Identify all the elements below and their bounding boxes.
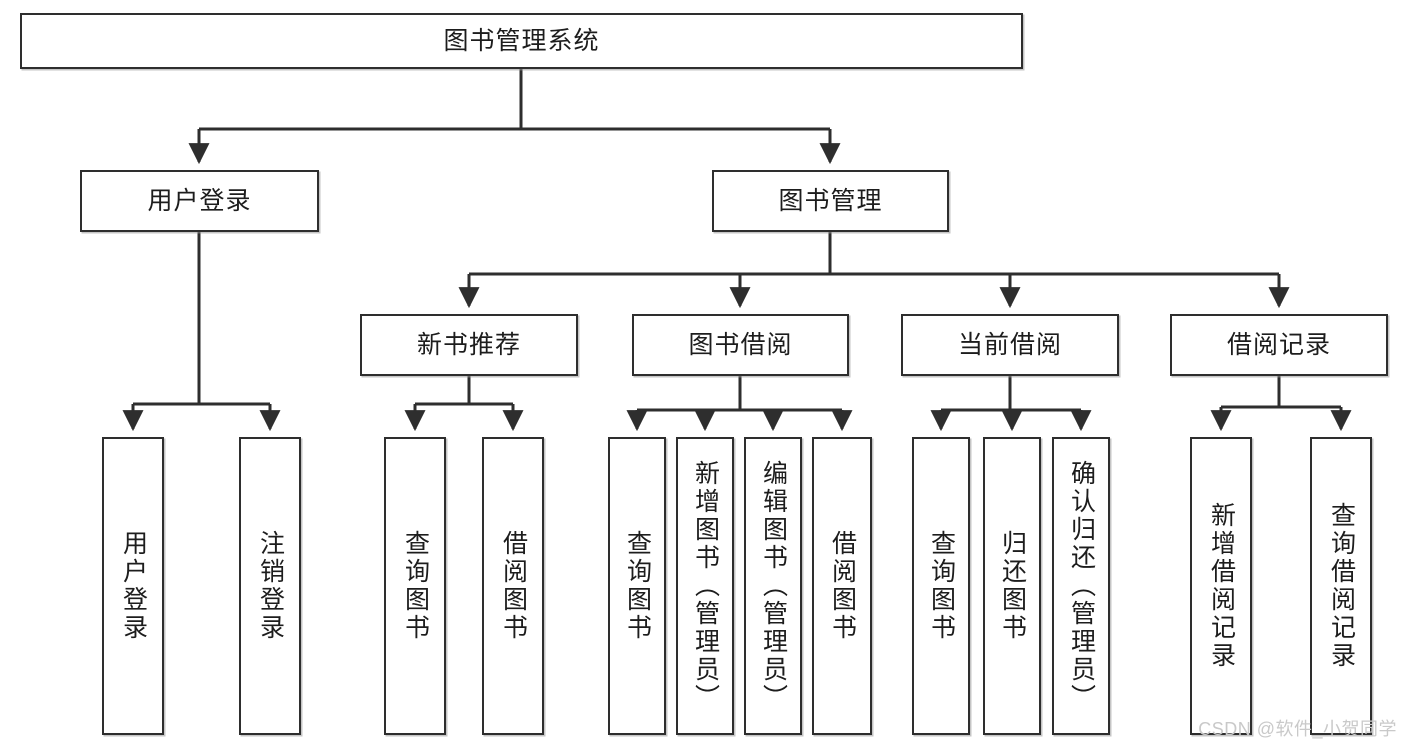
node-user-login[interactable]: 用户登录 — [80, 170, 319, 232]
node-label: 新书推荐 — [416, 330, 521, 359]
watermark: CSDN @软件_小贺同学 — [1198, 719, 1397, 739]
node-label: 查询借阅记录 — [1327, 502, 1356, 670]
node-current-borrow[interactable]: 当前借阅 — [901, 314, 1119, 376]
leaf-query-borrow-record[interactable]: 查询借阅记录 — [1310, 437, 1372, 735]
leaf-borrow-book-recommend[interactable]: 借阅图书 — [482, 437, 544, 735]
node-label: 归还图书 — [998, 530, 1027, 642]
leaf-logout[interactable]: 注销登录 — [239, 437, 301, 735]
node-label: 注销登录 — [256, 530, 285, 642]
node-label: 用户登录 — [147, 186, 252, 215]
node-label: 查询图书 — [401, 530, 430, 642]
leaf-add-borrow-record[interactable]: 新增借阅记录 — [1190, 437, 1252, 735]
node-label: 图书借阅 — [688, 330, 793, 359]
leaf-return-book[interactable]: 归还图书 — [983, 437, 1041, 735]
node-label: 用户登录 — [119, 530, 148, 642]
node-label: 新增图书（管理员） — [691, 460, 720, 712]
node-book-borrow[interactable]: 图书借阅 — [632, 314, 849, 376]
node-label: 新增借阅记录 — [1207, 502, 1236, 670]
node-label: 图书管理系统 — [443, 26, 600, 55]
node-new-book-recommend[interactable]: 新书推荐 — [360, 314, 578, 376]
leaf-confirm-return-admin[interactable]: 确认归还（管理员） — [1052, 437, 1110, 735]
node-label: 借阅图书 — [499, 530, 528, 642]
node-label: 图书管理 — [778, 186, 883, 215]
node-label: 确认归还（管理员） — [1067, 460, 1096, 712]
node-label: 当前借阅 — [957, 330, 1062, 359]
leaf-borrow-book[interactable]: 借阅图书 — [812, 437, 872, 735]
leaf-edit-book-admin[interactable]: 编辑图书（管理员） — [744, 437, 802, 735]
node-label: 查询图书 — [623, 530, 652, 642]
node-label: 编辑图书（管理员） — [759, 460, 788, 712]
leaf-add-book-admin[interactable]: 新增图书（管理员） — [676, 437, 734, 735]
leaf-query-book-current[interactable]: 查询图书 — [912, 437, 970, 735]
node-label: 查询图书 — [927, 530, 956, 642]
node-borrow-record[interactable]: 借阅记录 — [1170, 314, 1388, 376]
leaf-user-login[interactable]: 用户登录 — [102, 437, 164, 735]
leaf-query-book-recommend[interactable]: 查询图书 — [384, 437, 446, 735]
node-label: 借阅图书 — [828, 530, 857, 642]
node-book-management[interactable]: 图书管理 — [712, 170, 949, 232]
node-root[interactable]: 图书管理系统 — [20, 13, 1023, 69]
node-label: 借阅记录 — [1226, 330, 1331, 359]
leaf-query-book-borrow[interactable]: 查询图书 — [608, 437, 666, 735]
